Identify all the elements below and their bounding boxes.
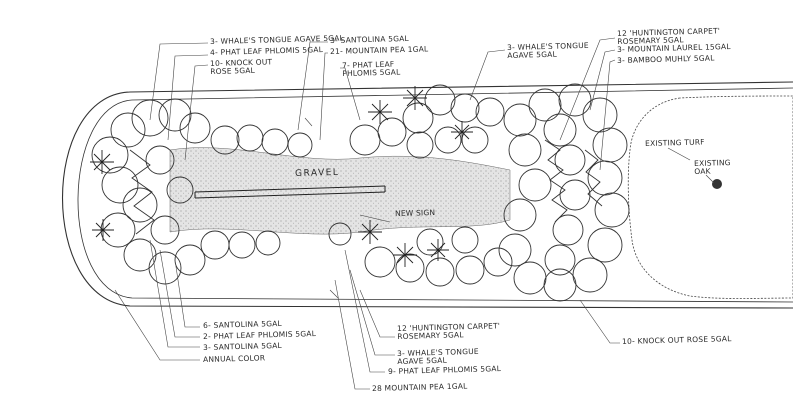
shrub-clusters: [91, 83, 630, 302]
rosemary-zigzag: [129, 139, 603, 235]
label-line: rose 5gal: [210, 65, 256, 76]
leader-lines: [114, 37, 715, 390]
bed-outline: [61, 81, 793, 309]
label-bottom-rosemary: 12 'Huntington carpet' rosemary 5gal: [397, 321, 500, 341]
existing-turf-outline: [627, 95, 793, 299]
label-bottom-whales-tongue: 3- Whale's tongue agave 5gal: [397, 347, 479, 366]
label-bottom-annual-color: Annual color: [202, 353, 266, 364]
new-sign: [194, 185, 386, 199]
label-existing-turf: Existing turf: [644, 137, 705, 148]
label-gravel: Gravel: [294, 167, 340, 179]
agave-symbols: [90, 86, 473, 267]
label-line: oak: [694, 166, 711, 176]
label-top-phat-leaf-7: 7- Phat leaf phlomis 5gal: [342, 60, 401, 78]
label-line: phlomis 5gal: [342, 67, 401, 78]
label-top-whales-tongue-right: 3- Whale's tongue agave 5gal: [507, 41, 589, 60]
label-top-knock-out: 10- Knock out rose 5gal: [210, 57, 273, 76]
existing-oak-symbol: [712, 179, 722, 189]
label-new-sign: New sign: [394, 207, 436, 218]
label-existing-oak: Existing oak: [694, 158, 731, 176]
